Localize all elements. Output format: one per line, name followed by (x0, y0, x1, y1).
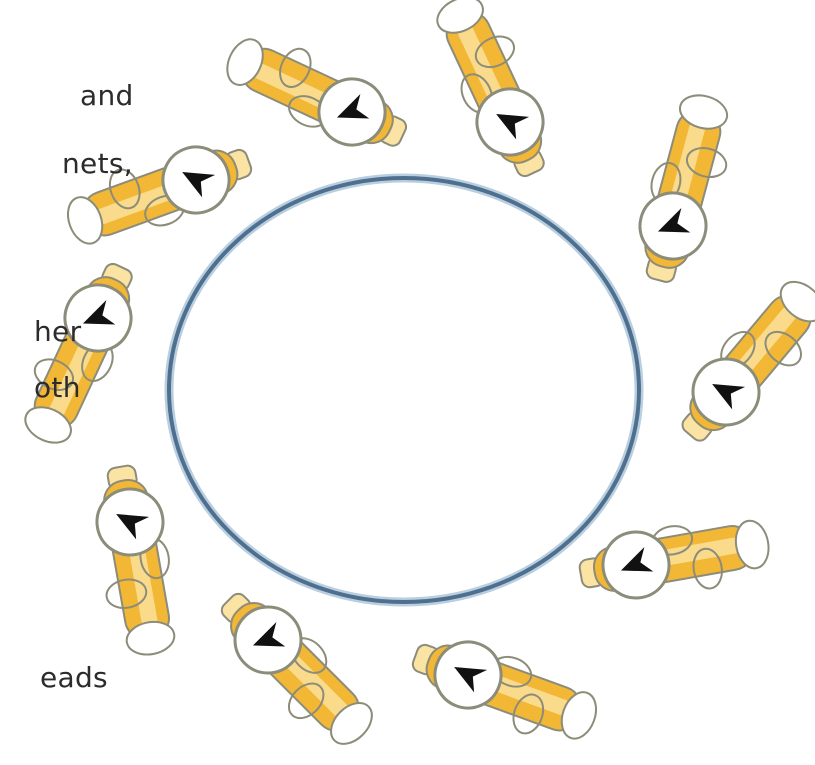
text-fragment-nets: nets, (62, 150, 133, 178)
ring-unit (403, 625, 605, 755)
text-fragment-her: her (34, 318, 81, 346)
ring-unit (575, 509, 774, 610)
ring-unit (217, 23, 418, 166)
text-fragment-oth: oth (34, 374, 81, 402)
ring-unit (85, 461, 186, 660)
ring-unit (627, 88, 743, 289)
ring-unit (423, 0, 566, 187)
ring-unit (665, 268, 815, 458)
text-fragment-and: and (80, 82, 134, 110)
central-ring (169, 178, 639, 602)
text-fragment-eads: eads (40, 664, 108, 692)
ring-unit (9, 252, 152, 453)
ring-unit (203, 577, 386, 760)
